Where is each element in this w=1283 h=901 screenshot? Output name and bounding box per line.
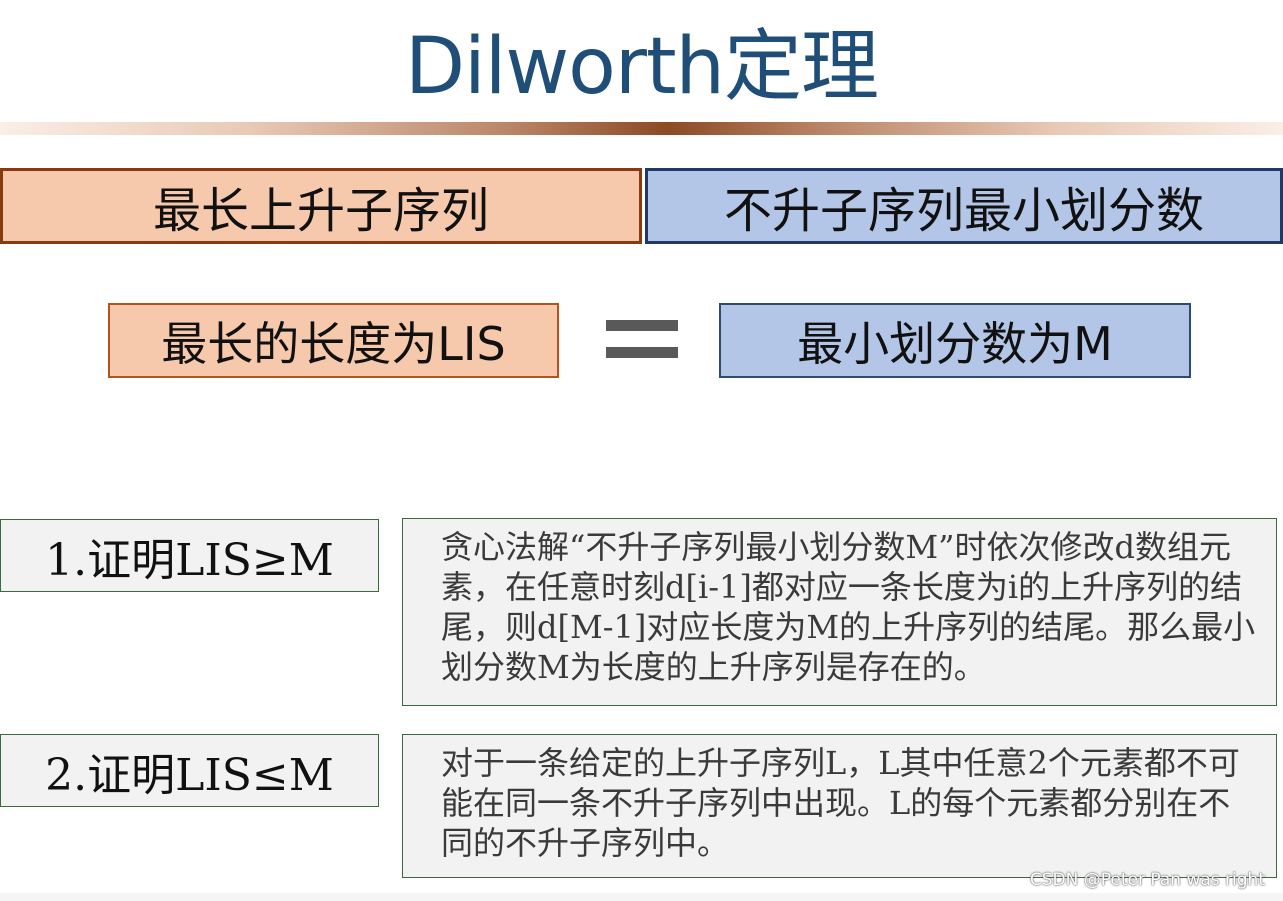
watermark: CSDN @Peter Pan was right bbox=[1029, 870, 1265, 890]
proof-2-text: 对于一条给定的上升子序列L，L其中任意2个元素都不可能在同一条不升子序列中出现。… bbox=[402, 734, 1277, 878]
min-partition-box: 最小划分数为M bbox=[719, 303, 1191, 378]
header-partition-box: 不升子序列最小划分数 bbox=[645, 168, 1283, 244]
equals-bar-top bbox=[606, 320, 678, 331]
lis-length-box: 最长的长度为LIS bbox=[108, 303, 559, 378]
bottom-strip bbox=[0, 893, 1283, 901]
header-lis-box: 最长上升子序列 bbox=[0, 168, 642, 244]
proof-2-label: 2.证明LIS≤M bbox=[0, 734, 379, 807]
equals-sign bbox=[606, 313, 678, 365]
page-title: Dilworth定理 bbox=[404, 22, 879, 112]
proof-1-text: 贪心法解“不升子序列最小划分数M”时依次修改d数组元素，在任意时刻d[i-1]都… bbox=[402, 518, 1277, 706]
title-divider bbox=[0, 122, 1283, 135]
equals-bar-bottom bbox=[606, 347, 678, 358]
proof-1-label: 1.证明LIS≥M bbox=[0, 519, 379, 592]
